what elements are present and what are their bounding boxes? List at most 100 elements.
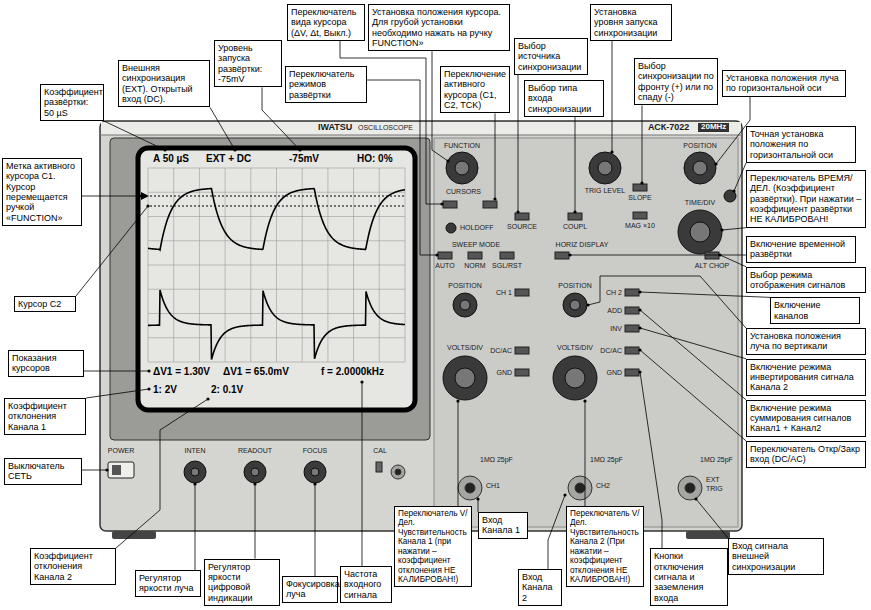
screen-readout: 2: 0.1V (210, 384, 244, 395)
power-switch (108, 462, 134, 478)
panel-label: READOUT (238, 447, 272, 455)
callout-box: Включение режима суммирования сигналов К… (746, 400, 866, 437)
panel-label: CH 1 (496, 289, 512, 297)
graticule-line (148, 216, 405, 217)
callout-text: Установка положения луча по вертикали (750, 331, 862, 352)
leader-line (367, 80, 437, 255)
leader-dot (163, 148, 166, 151)
callout-box: Внешняя синхронизация (EXT). Открытый вх… (118, 60, 210, 107)
callout-text: Фокусировка луча (286, 579, 334, 600)
panel-label: 1MΩ 25pF (480, 456, 513, 464)
screen-readout: EXT + DC (205, 153, 252, 164)
push-button (515, 289, 529, 296)
panel-label: AUTO (435, 262, 454, 270)
graticule (148, 168, 405, 362)
leader-line (82, 470, 107, 471)
screen-readout: A 50 µS (152, 153, 190, 164)
leader-dot (718, 253, 721, 256)
panel-label: HOLDOFF (460, 224, 493, 232)
leader-line (478, 499, 479, 512)
leader-dot (638, 290, 641, 293)
knob (251, 468, 259, 476)
graticule-line (148, 168, 405, 169)
crt-bezel (110, 138, 430, 440)
bnc-connector (458, 476, 482, 500)
scope-body (100, 135, 742, 136)
leader-dot (638, 326, 641, 329)
push-button (625, 289, 639, 296)
knob (690, 222, 710, 242)
callout-box: Фокусировка луча (282, 576, 338, 603)
panel-label: CURSORS (446, 188, 481, 196)
panel-label: АСК-7022 (648, 123, 689, 133)
leader-line (116, 399, 208, 548)
knob (191, 468, 199, 476)
callout-box: Курсор С2 (14, 296, 76, 312)
leader-line (696, 499, 728, 538)
screen-readout: f = 2.0000kHz (320, 366, 385, 377)
push-button (438, 252, 452, 259)
knob (678, 210, 722, 254)
graticule-line (148, 240, 405, 241)
callout-text: Переключение активного курсора (C1, C2, … (444, 69, 506, 110)
graticule-line (148, 362, 405, 363)
leader-line (548, 495, 565, 569)
knob (446, 152, 478, 184)
panel-label: POSITION (448, 282, 481, 290)
leader-dot (610, 150, 613, 153)
leader-dot (640, 181, 643, 184)
screen-readout: -75mV (288, 153, 320, 164)
leader-dot (206, 397, 209, 400)
panel-label: FUNCTION (444, 142, 480, 150)
leader-line (210, 107, 235, 150)
panel-label: DC/AC (600, 347, 622, 355)
push-button (555, 252, 569, 259)
leader-line (255, 484, 256, 559)
leader-line (722, 228, 746, 230)
callout-box: Вход Канала 2 (518, 569, 562, 606)
panel-label: CH2 (596, 482, 610, 490)
panel-label: DC/AC (490, 347, 512, 355)
push-button (633, 184, 647, 191)
leader-line (518, 75, 519, 212)
callout-text: Точная установка положения по горизонтал… (750, 129, 852, 160)
screen-readout: ΔV1 = 1.30V (152, 366, 211, 377)
leader-dot (147, 369, 150, 372)
callout-box: Коэффициент развёртки: 50 µS (40, 84, 104, 121)
callout-box: Установка положения луча по вертикали (746, 328, 866, 355)
crt-screen (138, 148, 415, 410)
leader-line (585, 401, 586, 506)
leader-dot (138, 194, 141, 197)
bnc-connector (391, 465, 702, 500)
leader-dot (233, 148, 236, 151)
panel-label: POSITION (683, 142, 716, 150)
bnc-connector (575, 483, 585, 493)
leader-dot (493, 197, 496, 200)
bnc-connector (685, 483, 695, 493)
knob (589, 152, 621, 184)
knob (563, 293, 587, 317)
crt-bezel (110, 138, 430, 440)
leader-dot (476, 497, 479, 500)
scope-body (101, 122, 741, 135)
callout-text: Курсор С2 (18, 299, 72, 309)
graticule-line (148, 337, 405, 338)
callout-text: Выбор типа входа синхронизации (528, 83, 600, 114)
cal-terminal (376, 462, 382, 472)
control-panel (434, 138, 738, 527)
knob (443, 356, 487, 400)
signal-trace (148, 290, 405, 360)
leader-line (640, 310, 746, 400)
callout-box: Выключатель СЕТЬ (4, 458, 82, 485)
knob (460, 300, 470, 310)
panel-label: CH 2 (606, 289, 622, 297)
panel-label: POWER (108, 447, 134, 455)
panel-label: FOCUS (303, 447, 328, 455)
callout-box: Включение каналов (770, 297, 860, 324)
callout-text: Переключатель вида курсора (ΔV, Δt, Выкл… (291, 7, 361, 38)
callout-box: Показания курсоров (8, 350, 84, 377)
leader-dot (732, 189, 735, 192)
callout-text: Частота входного сигнала (344, 569, 388, 600)
callout-text: Включение временной развёртки (750, 239, 852, 260)
